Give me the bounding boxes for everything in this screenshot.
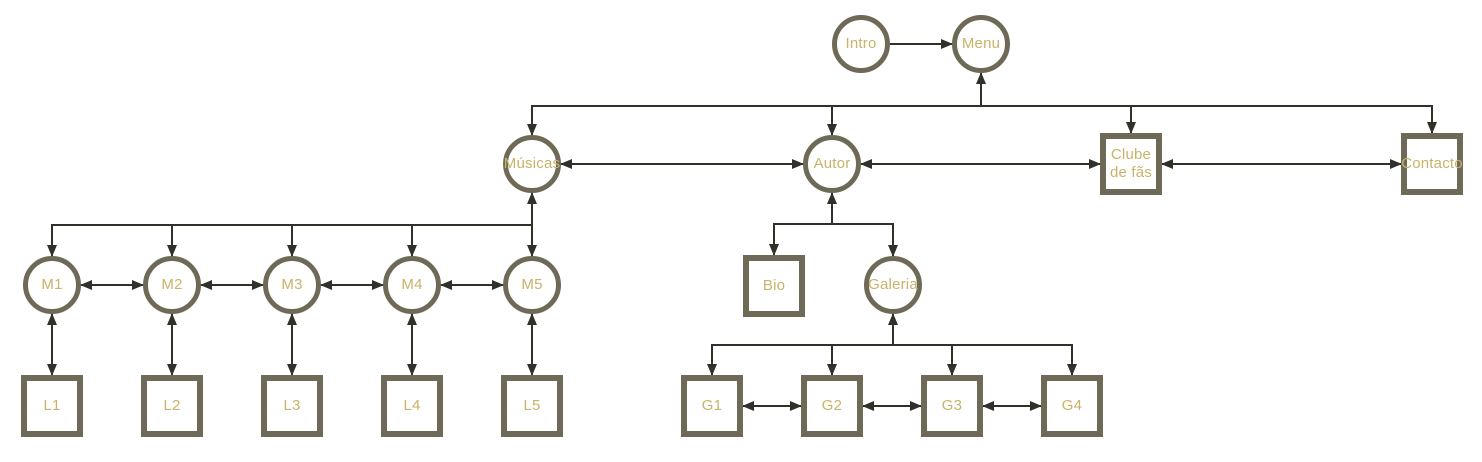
node-m4-label: M4 [401,276,423,293]
edges [47,39,1437,411]
node-musicas[interactable]: Músicas [503,135,561,193]
node-musicas-label: Músicas [503,155,561,172]
node-contacto[interactable]: Contacto [1401,133,1463,195]
node-contacto-label: Contacto [1401,155,1463,172]
node-intro-label: Intro [845,35,877,52]
node-bio-label: Bio [762,277,786,294]
node-l1-label: L1 [43,397,61,414]
node-bio[interactable]: Bio [743,255,805,317]
node-intro[interactable]: Intro [832,15,890,73]
node-l3-label: L3 [283,397,301,414]
node-m5[interactable]: M5 [503,256,561,314]
node-g3-label: G3 [941,397,963,414]
node-g1[interactable]: G1 [681,375,743,437]
node-clube-de-fas-label: Clube de fãs [1109,146,1153,181]
node-m3-label: M3 [281,276,303,293]
node-l4[interactable]: L4 [381,375,443,437]
node-g3[interactable]: G3 [921,375,983,437]
node-g2[interactable]: G2 [801,375,863,437]
node-l1[interactable]: L1 [21,375,83,437]
node-autor-label: Autor [813,155,851,172]
node-menu-label: Menu [961,35,1001,52]
node-g1-label: G1 [701,397,723,414]
node-l2[interactable]: L2 [141,375,203,437]
node-l2-label: L2 [163,397,181,414]
node-galeria[interactable]: Galeria [864,256,922,314]
node-m2-label: M2 [161,276,183,293]
node-m5-label: M5 [521,276,543,293]
node-menu[interactable]: Menu [952,15,1010,73]
node-m4[interactable]: M4 [383,256,441,314]
node-l4-label: L4 [403,397,421,414]
node-clube-de-fas[interactable]: Clube de fãs [1100,133,1162,195]
node-m1-label: M1 [41,276,63,293]
node-m2[interactable]: M2 [143,256,201,314]
node-l5[interactable]: L5 [501,375,563,437]
node-l3[interactable]: L3 [261,375,323,437]
node-m3[interactable]: M3 [263,256,321,314]
node-l5-label: L5 [523,397,541,414]
node-autor[interactable]: Autor [803,135,861,193]
node-m1[interactable]: M1 [23,256,81,314]
node-g4[interactable]: G4 [1041,375,1103,437]
node-g2-label: G2 [821,397,843,414]
node-g4-label: G4 [1061,397,1083,414]
node-galeria-label: Galeria [868,276,918,293]
